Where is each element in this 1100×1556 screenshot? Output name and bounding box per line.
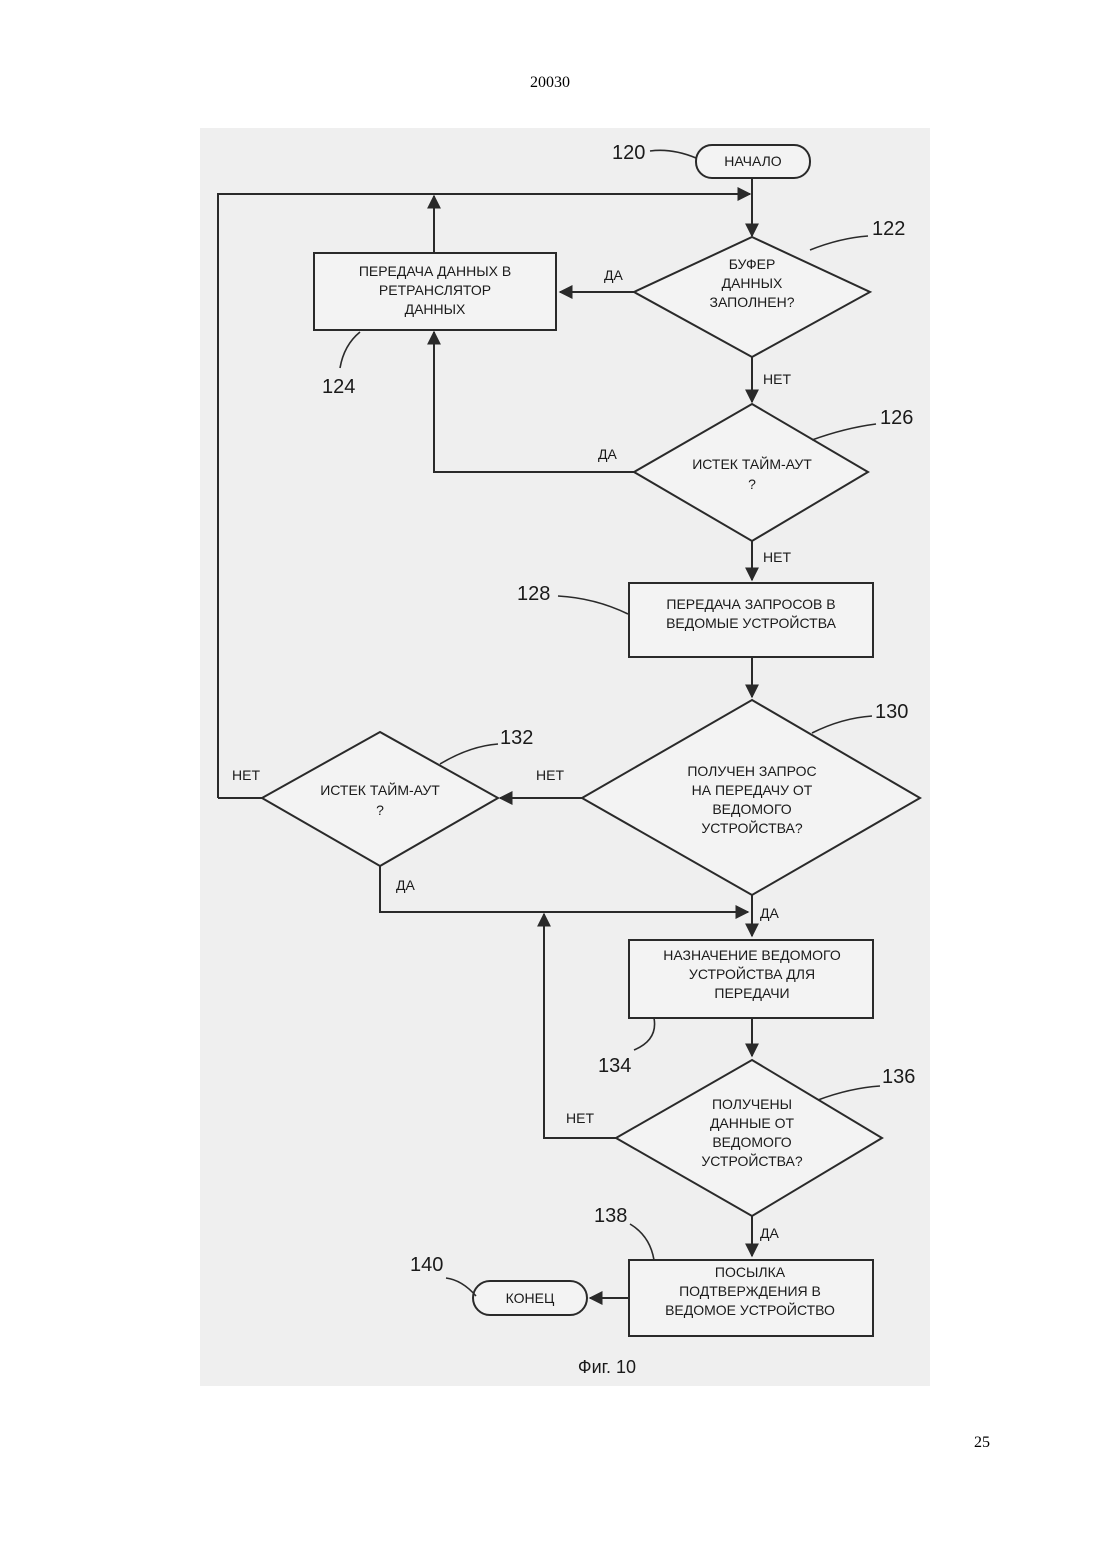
ref-122: 122 <box>872 218 905 240</box>
process-128-line1: ПЕРЕДАЧА ЗАПРОСОВ В <box>666 596 835 612</box>
leader-130 <box>812 716 872 733</box>
label-136-no: НЕТ <box>566 1110 594 1126</box>
process-134-line1: НАЗНАЧЕНИЕ ВЕДОМОГО <box>663 947 841 963</box>
edge-132-yes <box>380 866 748 912</box>
leader-126 <box>812 424 876 440</box>
decision-122-line1: БУФЕР <box>729 256 776 272</box>
terminal-end-label: КОНЕЦ <box>506 1290 555 1306</box>
process-128-line2: ВЕДОМЫЕ УСТРОЙСТВА <box>666 614 836 631</box>
figure-caption: Фиг. 10 <box>578 1357 636 1377</box>
decision-132-line2: ? <box>376 802 384 818</box>
process-124-line3: ДАННЫХ <box>405 301 466 317</box>
decision-132-line1: ИСТЕК ТАЙМ-АУТ <box>320 781 440 798</box>
decision-136-line1: ПОЛУЧЕНЫ <box>712 1096 792 1112</box>
decision-126-line2: ? <box>748 476 756 492</box>
leader-124 <box>340 332 360 368</box>
leader-136 <box>818 1086 880 1100</box>
decision-130-line4: УСТРОЙСТВА? <box>701 819 802 836</box>
label-126-no: НЕТ <box>763 549 791 565</box>
decision-130-line2: НА ПЕРЕДАЧУ ОТ <box>692 782 813 798</box>
ref-130: 130 <box>875 701 908 723</box>
leader-120 <box>650 150 696 158</box>
decision-122-line3: ЗАПОЛНЕН? <box>710 294 795 310</box>
process-134-line2: УСТРОЙСТВА ДЛЯ <box>689 965 815 982</box>
decision-126-line1: ИСТЕК ТАЙМ-АУТ <box>692 455 812 472</box>
ref-138: 138 <box>594 1205 627 1227</box>
decision-136-line3: ВЕДОМОГО <box>712 1134 791 1150</box>
label-122-no: НЕТ <box>763 371 791 387</box>
leader-140 <box>446 1278 476 1296</box>
page-footer-number: 25 <box>974 1434 990 1452</box>
process-138-line1: ПОСЫЛКА <box>715 1264 786 1280</box>
process-124-line2: РЕТРАНСЛЯТОР <box>379 282 491 298</box>
process-138-line2: ПОДТВЕРЖДЕНИЯ В <box>679 1283 821 1299</box>
ref-136: 136 <box>882 1066 915 1088</box>
edge-136-no <box>544 914 616 1138</box>
ref-134: 134 <box>598 1055 631 1077</box>
process-124-line1: ПЕРЕДАЧА ДАННЫХ В <box>359 263 511 279</box>
ref-128: 128 <box>517 583 550 605</box>
decision-136-line4: УСТРОЙСТВА? <box>701 1152 802 1169</box>
process-138-line3: ВЕДОМОЕ УСТРОЙСТВО <box>665 1301 835 1318</box>
label-130-yes: ДА <box>760 905 779 921</box>
ref-124: 124 <box>322 376 355 398</box>
label-132-no: НЕТ <box>232 767 260 783</box>
leader-122 <box>810 236 868 250</box>
ref-140: 140 <box>410 1254 443 1276</box>
label-136-yes: ДА <box>760 1225 779 1241</box>
leader-138 <box>630 1224 654 1260</box>
decision-130-line3: ВЕДОМОГО <box>712 801 791 817</box>
decision-136-line2: ДАННЫЕ ОТ <box>710 1115 795 1131</box>
ref-132: 132 <box>500 727 533 749</box>
decision-126 <box>634 404 868 541</box>
process-134-line3: ПЕРЕДАЧИ <box>714 985 789 1001</box>
leader-134 <box>634 1018 655 1050</box>
leader-128 <box>558 596 628 614</box>
label-130-no: НЕТ <box>536 767 564 783</box>
leader-132 <box>440 744 498 764</box>
label-126-yes: ДА <box>598 446 617 462</box>
decision-130-line1: ПОЛУЧЕН ЗАПРОС <box>687 763 816 779</box>
terminal-start-label: НАЧАЛО <box>724 153 782 169</box>
decision-122-line2: ДАННЫХ <box>722 275 783 291</box>
ref-120: 120 <box>612 142 645 164</box>
ref-126: 126 <box>880 407 913 429</box>
label-132-yes: ДА <box>396 877 415 893</box>
label-122-yes: ДА <box>604 267 623 283</box>
